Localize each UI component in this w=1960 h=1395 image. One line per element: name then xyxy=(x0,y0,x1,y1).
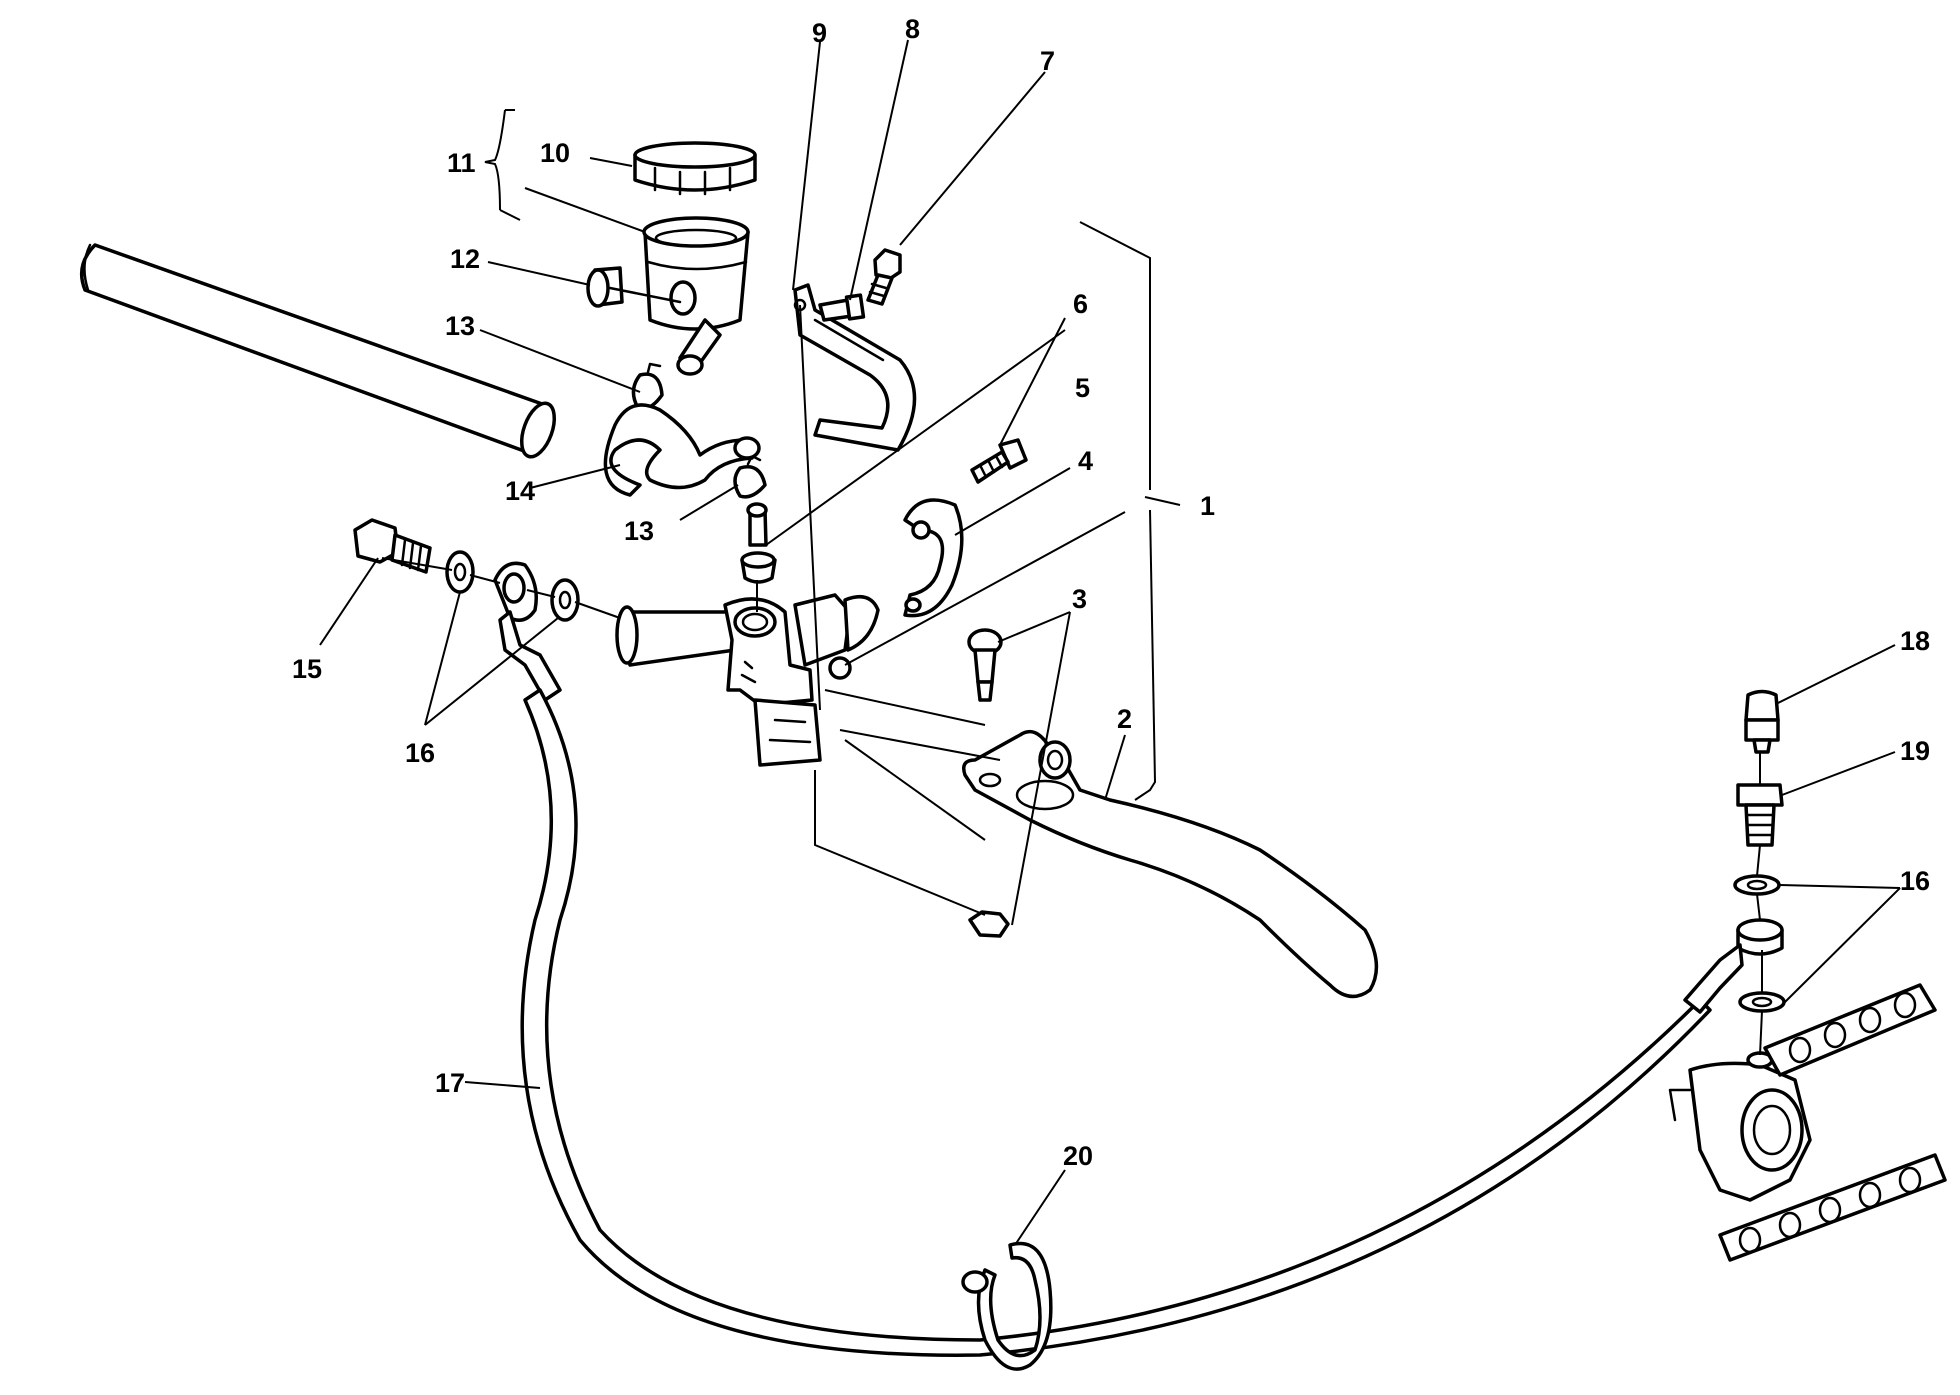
master-cylinder xyxy=(615,593,880,767)
callout-11: 11 xyxy=(447,148,476,178)
callout-14: 14 xyxy=(505,476,535,506)
banjo-bolt xyxy=(353,518,432,574)
adapter-nut xyxy=(1736,783,1784,847)
callout-7: 7 xyxy=(1040,46,1055,76)
callout-10: 10 xyxy=(540,138,570,168)
reservoir-body xyxy=(642,216,750,376)
callout-15: 15 xyxy=(292,654,322,684)
callout-12: 12 xyxy=(450,244,480,274)
callout-16-left: 16 xyxy=(405,738,435,768)
callout-19: 19 xyxy=(1900,736,1930,766)
washer-right-upper xyxy=(1733,874,1781,896)
hose-clamp-lower xyxy=(733,454,767,499)
reservoir-hose xyxy=(603,403,761,497)
callout-8: 8 xyxy=(905,14,920,44)
banjo-fitting-left xyxy=(493,561,562,702)
bleed-valve xyxy=(1744,689,1780,754)
callout-2: 2 xyxy=(1117,704,1132,734)
washer-right-lower xyxy=(1738,991,1786,1013)
hose-clip xyxy=(961,1241,1053,1371)
banjo-fitting-right xyxy=(1683,918,1784,1014)
bolt-7 xyxy=(866,248,902,306)
screw-8 xyxy=(818,293,866,322)
brake-hose xyxy=(520,688,1712,1357)
handlebar-clamp xyxy=(903,498,964,618)
handlebar-tube xyxy=(79,243,557,459)
callout-6: 6 xyxy=(1073,289,1088,319)
brake-lever xyxy=(962,729,1379,999)
callout-labels: 1 2 3 4 5 6 7 8 9 10 11 12 13 13 14 15 1… xyxy=(292,14,1930,1171)
slave-cylinder xyxy=(1668,1051,1812,1202)
callout-13-lower: 13 xyxy=(624,516,654,546)
callout-16-right: 16 xyxy=(1900,866,1930,896)
pivot-nut xyxy=(968,910,1010,938)
hose-clamp-upper xyxy=(631,362,664,411)
screw-5 xyxy=(970,438,1028,484)
drive-chain xyxy=(1718,983,1947,1262)
grommet xyxy=(586,266,682,308)
washer-left-a xyxy=(445,550,475,594)
callout-4: 4 xyxy=(1078,446,1093,476)
callout-3: 3 xyxy=(1072,584,1087,614)
callout-1: 1 xyxy=(1200,491,1215,521)
callout-5: 5 xyxy=(1075,373,1090,403)
callout-17: 17 xyxy=(435,1068,465,1098)
washer-left-b xyxy=(550,578,580,622)
pivot-pin xyxy=(967,628,1003,702)
callout-18: 18 xyxy=(1900,626,1930,656)
callout-9: 9 xyxy=(812,18,827,48)
callout-13-upper: 13 xyxy=(445,311,475,341)
callout-20: 20 xyxy=(1063,1141,1093,1171)
reservoir-cap xyxy=(633,141,757,196)
leader-lines xyxy=(319,39,1901,1246)
